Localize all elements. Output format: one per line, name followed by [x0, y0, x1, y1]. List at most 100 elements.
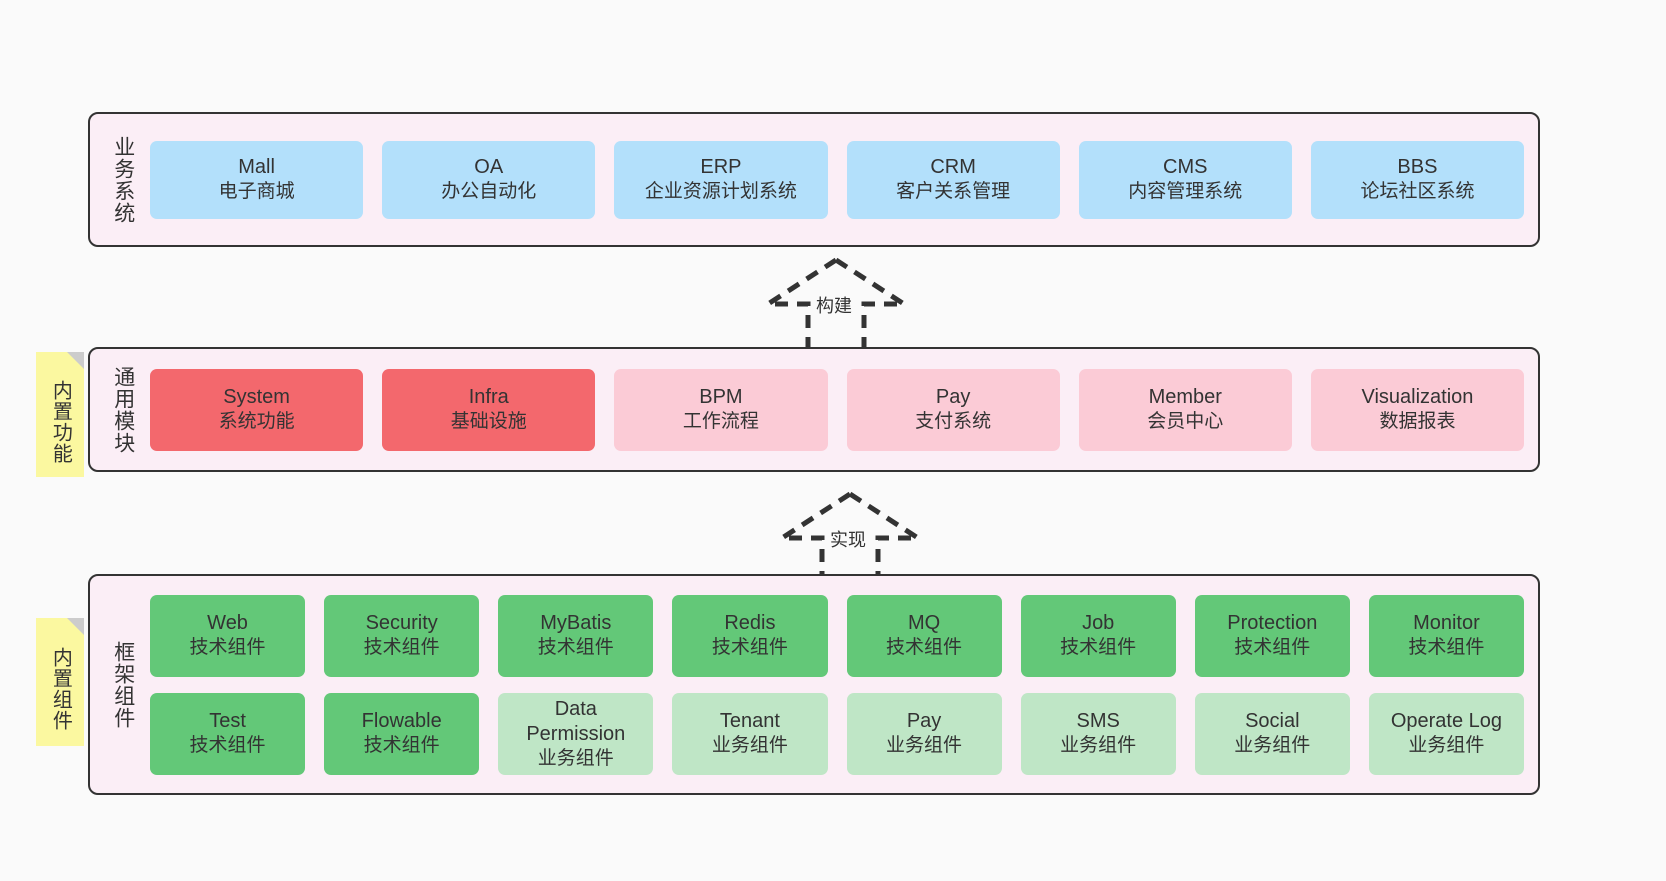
node-label-en: System	[223, 386, 290, 409]
node-label-cn: 业务组件	[1234, 735, 1311, 757]
node-label-cn: 企业资源计划系统	[644, 181, 797, 203]
node-flowable[interactable]: Flowable 技术组件	[324, 692, 480, 775]
node-label-cn: 支付系统	[915, 411, 992, 433]
node-label-cn: 内容管理系统	[1128, 181, 1243, 203]
node-redis[interactable]: Redis 技术组件	[672, 594, 828, 677]
node-label-en: Security	[365, 612, 438, 635]
node-row: Test 技术组件 Flowable 技术组件 Data Permission …	[150, 692, 1524, 775]
node-system[interactable]: System 系统功能	[150, 368, 364, 451]
node-label-cn: 技术组件	[1408, 637, 1485, 659]
node-label-cn: 办公自动化	[441, 181, 537, 203]
node-label-cn: 业务组件	[1408, 735, 1485, 757]
node-job[interactable]: Job 技术组件	[1020, 594, 1176, 677]
node-member[interactable]: Member 会员中心	[1078, 368, 1292, 451]
node-label-en: Redis	[724, 612, 776, 635]
layer-title-common-module: 通用模块	[111, 365, 135, 454]
node-label-cn: 业务组件	[537, 747, 614, 769]
node-label-en: Member	[1148, 386, 1222, 409]
node-pay-business[interactable]: Pay 业务组件	[846, 692, 1002, 775]
node-crm[interactable]: CRM 客户关系管理	[846, 140, 1060, 219]
node-mybatis[interactable]: MyBatis 技术组件	[498, 594, 654, 677]
node-social[interactable]: Social 业务组件	[1194, 692, 1350, 775]
generalization-arrow-build: 构建	[756, 257, 916, 350]
node-label-cn: 会员中心	[1147, 411, 1224, 433]
node-label-cn: 业务组件	[1060, 735, 1137, 757]
node-label-en: Data Permission	[526, 697, 626, 745]
node-label-cn: 技术组件	[711, 637, 788, 659]
node-web[interactable]: Web 技术组件	[150, 594, 306, 677]
node-infra[interactable]: Infra 基础设施	[382, 368, 596, 451]
node-mall[interactable]: Mall 电子商城	[150, 140, 364, 219]
node-label-en: SMS	[1076, 710, 1120, 733]
node-row: Mall 电子商城 OA 办公自动化 ERP 企业资源计划系统 CRM 客户关系…	[150, 140, 1525, 219]
node-label-en: Infra	[468, 386, 509, 409]
node-label-en: OA	[474, 156, 504, 179]
node-bbs[interactable]: BBS 论坛社区系统	[1310, 140, 1525, 219]
node-label-cn: 电子商城	[218, 181, 295, 203]
layer-common-module: 通用模块 System 系统功能 Infra 基础设施 BPM 工作流程 Pay…	[88, 347, 1540, 472]
node-protection[interactable]: Protection 技术组件	[1194, 594, 1350, 677]
node-label-en: Flowable	[361, 710, 442, 733]
node-tenant[interactable]: Tenant 业务组件	[672, 692, 828, 775]
arrow-label-build: 构建	[813, 292, 855, 318]
node-label-cn: 论坛社区系统	[1360, 181, 1475, 203]
node-security[interactable]: Security 技术组件	[324, 594, 480, 677]
node-label-en: Monitor	[1413, 612, 1480, 635]
node-oa[interactable]: OA 办公自动化	[382, 140, 596, 219]
node-label-en: Test	[209, 710, 246, 733]
node-label-en: Mall	[238, 156, 275, 179]
layer-title-business-system: 业务系统	[111, 135, 135, 224]
layer-framework-component: 框架组件 Web 技术组件 Security 技术组件 MyBatis 技术组件…	[88, 574, 1540, 795]
node-label-en: BPM	[699, 386, 743, 409]
node-row: System 系统功能 Infra 基础设施 BPM 工作流程 Pay 支付系统…	[150, 368, 1525, 451]
node-erp[interactable]: ERP 企业资源计划系统	[614, 140, 828, 219]
node-label-cn: 工作流程	[682, 411, 759, 433]
node-label-cn: 技术组件	[537, 637, 614, 659]
node-visualization[interactable]: Visualization 数据报表	[1310, 368, 1525, 451]
sticky-note-builtin-component: 内置组件	[36, 618, 84, 746]
node-label-cn: 技术组件	[1060, 637, 1137, 659]
node-label-cn: 业务组件	[886, 735, 963, 757]
node-label-cn: 基础设施	[450, 411, 527, 433]
node-label-en: CRM	[930, 156, 976, 179]
layer-body-common-module: System 系统功能 Infra 基础设施 BPM 工作流程 Pay 支付系统…	[146, 349, 1538, 470]
node-test[interactable]: Test 技术组件	[150, 692, 306, 775]
node-label-en: Pay	[906, 710, 942, 733]
node-label-en: Tenant	[719, 710, 780, 733]
node-mq[interactable]: MQ 技术组件	[846, 594, 1002, 677]
node-label-en: ERP	[700, 156, 742, 179]
node-label-cn: 技术组件	[1234, 637, 1311, 659]
node-label-cn: 系统功能	[218, 411, 295, 433]
node-label-en: CMS	[1163, 156, 1208, 179]
node-label-en: MQ	[907, 612, 941, 635]
node-label-en: BBS	[1397, 156, 1438, 179]
node-label-en: Protection	[1227, 612, 1318, 635]
node-label-cn: 客户关系管理	[896, 181, 1011, 203]
node-label-en: Visualization	[1361, 386, 1474, 409]
node-pay[interactable]: Pay 支付系统	[846, 368, 1060, 451]
layer-body-framework-component: Web 技术组件 Security 技术组件 MyBatis 技术组件 Redi…	[146, 576, 1538, 793]
node-operate-log[interactable]: Operate Log 业务组件	[1368, 692, 1524, 775]
node-label-cn: 技术组件	[189, 735, 266, 757]
node-label-cn: 技术组件	[189, 637, 266, 659]
node-label-cn: 数据报表	[1379, 411, 1456, 433]
node-label-en: Operate Log	[1390, 710, 1503, 733]
node-label-cn: 技术组件	[363, 637, 440, 659]
node-monitor[interactable]: Monitor 技术组件	[1368, 594, 1524, 677]
node-cms[interactable]: CMS 内容管理系统	[1078, 140, 1292, 219]
node-data-permission[interactable]: Data Permission 业务组件	[498, 692, 654, 775]
node-sms[interactable]: SMS 业务组件	[1020, 692, 1176, 775]
arrow-label-implement: 实现	[827, 526, 869, 552]
sticky-note-builtin-function: 内置功能	[36, 352, 84, 477]
node-label-en: Pay	[935, 386, 971, 409]
node-label-en: Web	[207, 612, 248, 635]
node-label-en: MyBatis	[540, 612, 612, 635]
generalization-arrow-implement: 实现	[770, 491, 930, 584]
node-label-cn: 技术组件	[363, 735, 440, 757]
node-bpm[interactable]: BPM 工作流程	[614, 368, 828, 451]
node-label-en: Job	[1082, 612, 1115, 635]
layer-body-business-system: Mall 电子商城 OA 办公自动化 ERP 企业资源计划系统 CRM 客户关系…	[146, 114, 1538, 245]
layer-business-system: 业务系统 Mall 电子商城 OA 办公自动化 ERP 企业资源计划系统 CRM…	[88, 112, 1540, 247]
node-label-cn: 业务组件	[711, 735, 788, 757]
